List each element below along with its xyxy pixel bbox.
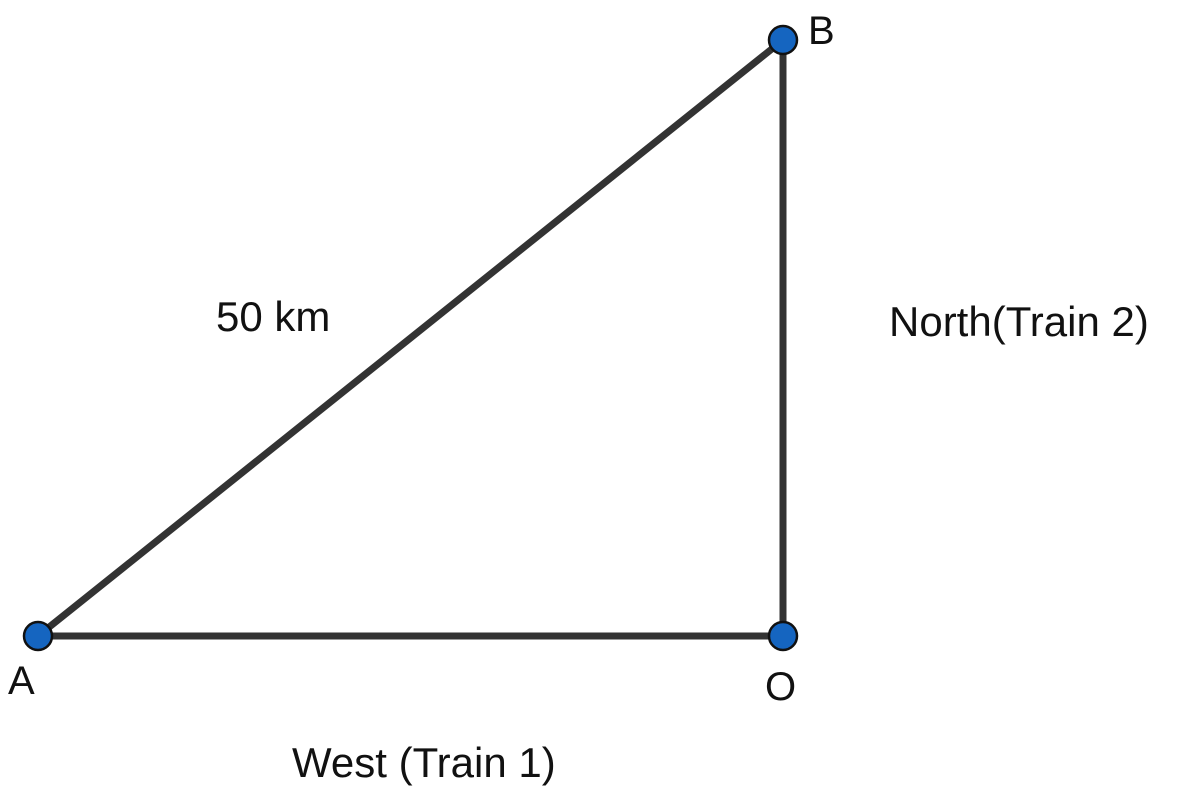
vertex-o	[767, 620, 799, 652]
label-o: O	[765, 665, 796, 709]
west-train-label: West (Train 1)	[292, 739, 556, 786]
label-a: A	[8, 659, 35, 703]
north-train-label: North(Train 2)	[889, 298, 1149, 345]
vertex-b	[767, 24, 799, 56]
vertex-a	[22, 620, 54, 652]
edge-ab-hypotenuse	[34, 36, 787, 640]
label-b: B	[808, 9, 835, 53]
hypotenuse-length-label: 50 km	[216, 293, 330, 340]
